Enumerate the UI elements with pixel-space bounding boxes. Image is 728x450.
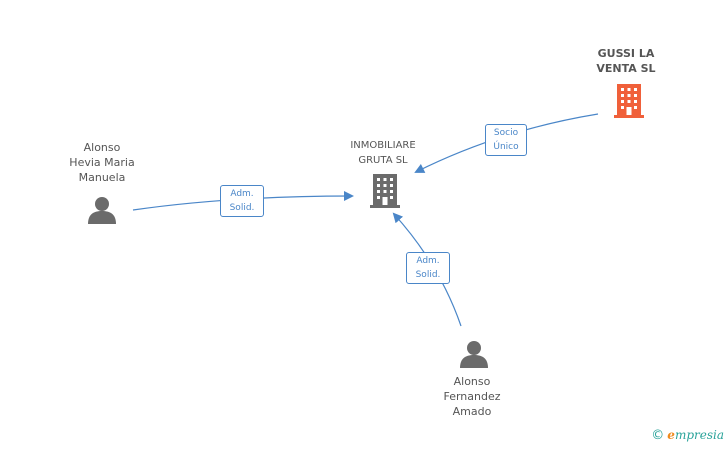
label-line: INMOBILIARE — [350, 140, 416, 151]
label-line: Manuela — [78, 171, 126, 184]
label-line: Alonso — [453, 375, 491, 388]
edge-label-socio-unico: Socio Único — [485, 124, 527, 156]
edge-label-line: Socio — [493, 128, 519, 138]
building-icon[interactable] — [614, 84, 644, 118]
person-label-alonso-hevia[interactable]: Alonso Hevia Maria Manuela — [52, 140, 152, 185]
company-label-gussi[interactable]: GUSSI LA VENTA SL — [580, 46, 672, 76]
label-line: Hevia Maria — [69, 156, 135, 169]
person-icon[interactable] — [88, 197, 116, 224]
label-line: GUSSI LA — [597, 47, 655, 60]
building-icon[interactable] — [370, 174, 400, 208]
label-line: Alonso — [83, 141, 121, 154]
label-line: Amado — [452, 405, 492, 418]
edge-label-adm-solid: Adm. Solid. — [406, 252, 450, 284]
label-line: GRUTA SL — [358, 155, 408, 166]
edge-label-line: Solid. — [229, 203, 255, 213]
copyright-icon: © — [651, 428, 665, 443]
brand-first-letter: e — [667, 428, 675, 442]
empresia-logo: ©empresia — [651, 428, 724, 443]
brand-name: mpresia — [674, 428, 724, 442]
label-line: VENTA SL — [596, 62, 656, 75]
edge-label-line: Único — [493, 142, 519, 152]
person-label-alonso-fernandez[interactable]: Alonso Fernandez Amado — [422, 374, 522, 419]
company-label-inmobiliare[interactable]: INMOBILIARE GRUTA SL — [335, 138, 431, 168]
edge-label-line: Adm. — [416, 256, 440, 266]
edge-label-line: Solid. — [415, 270, 441, 280]
edge-label-adm-solid: Adm. Solid. — [220, 185, 264, 217]
edge-label-line: Adm. — [230, 189, 254, 199]
label-line: Fernandez — [443, 390, 501, 403]
person-icon[interactable] — [460, 341, 488, 368]
